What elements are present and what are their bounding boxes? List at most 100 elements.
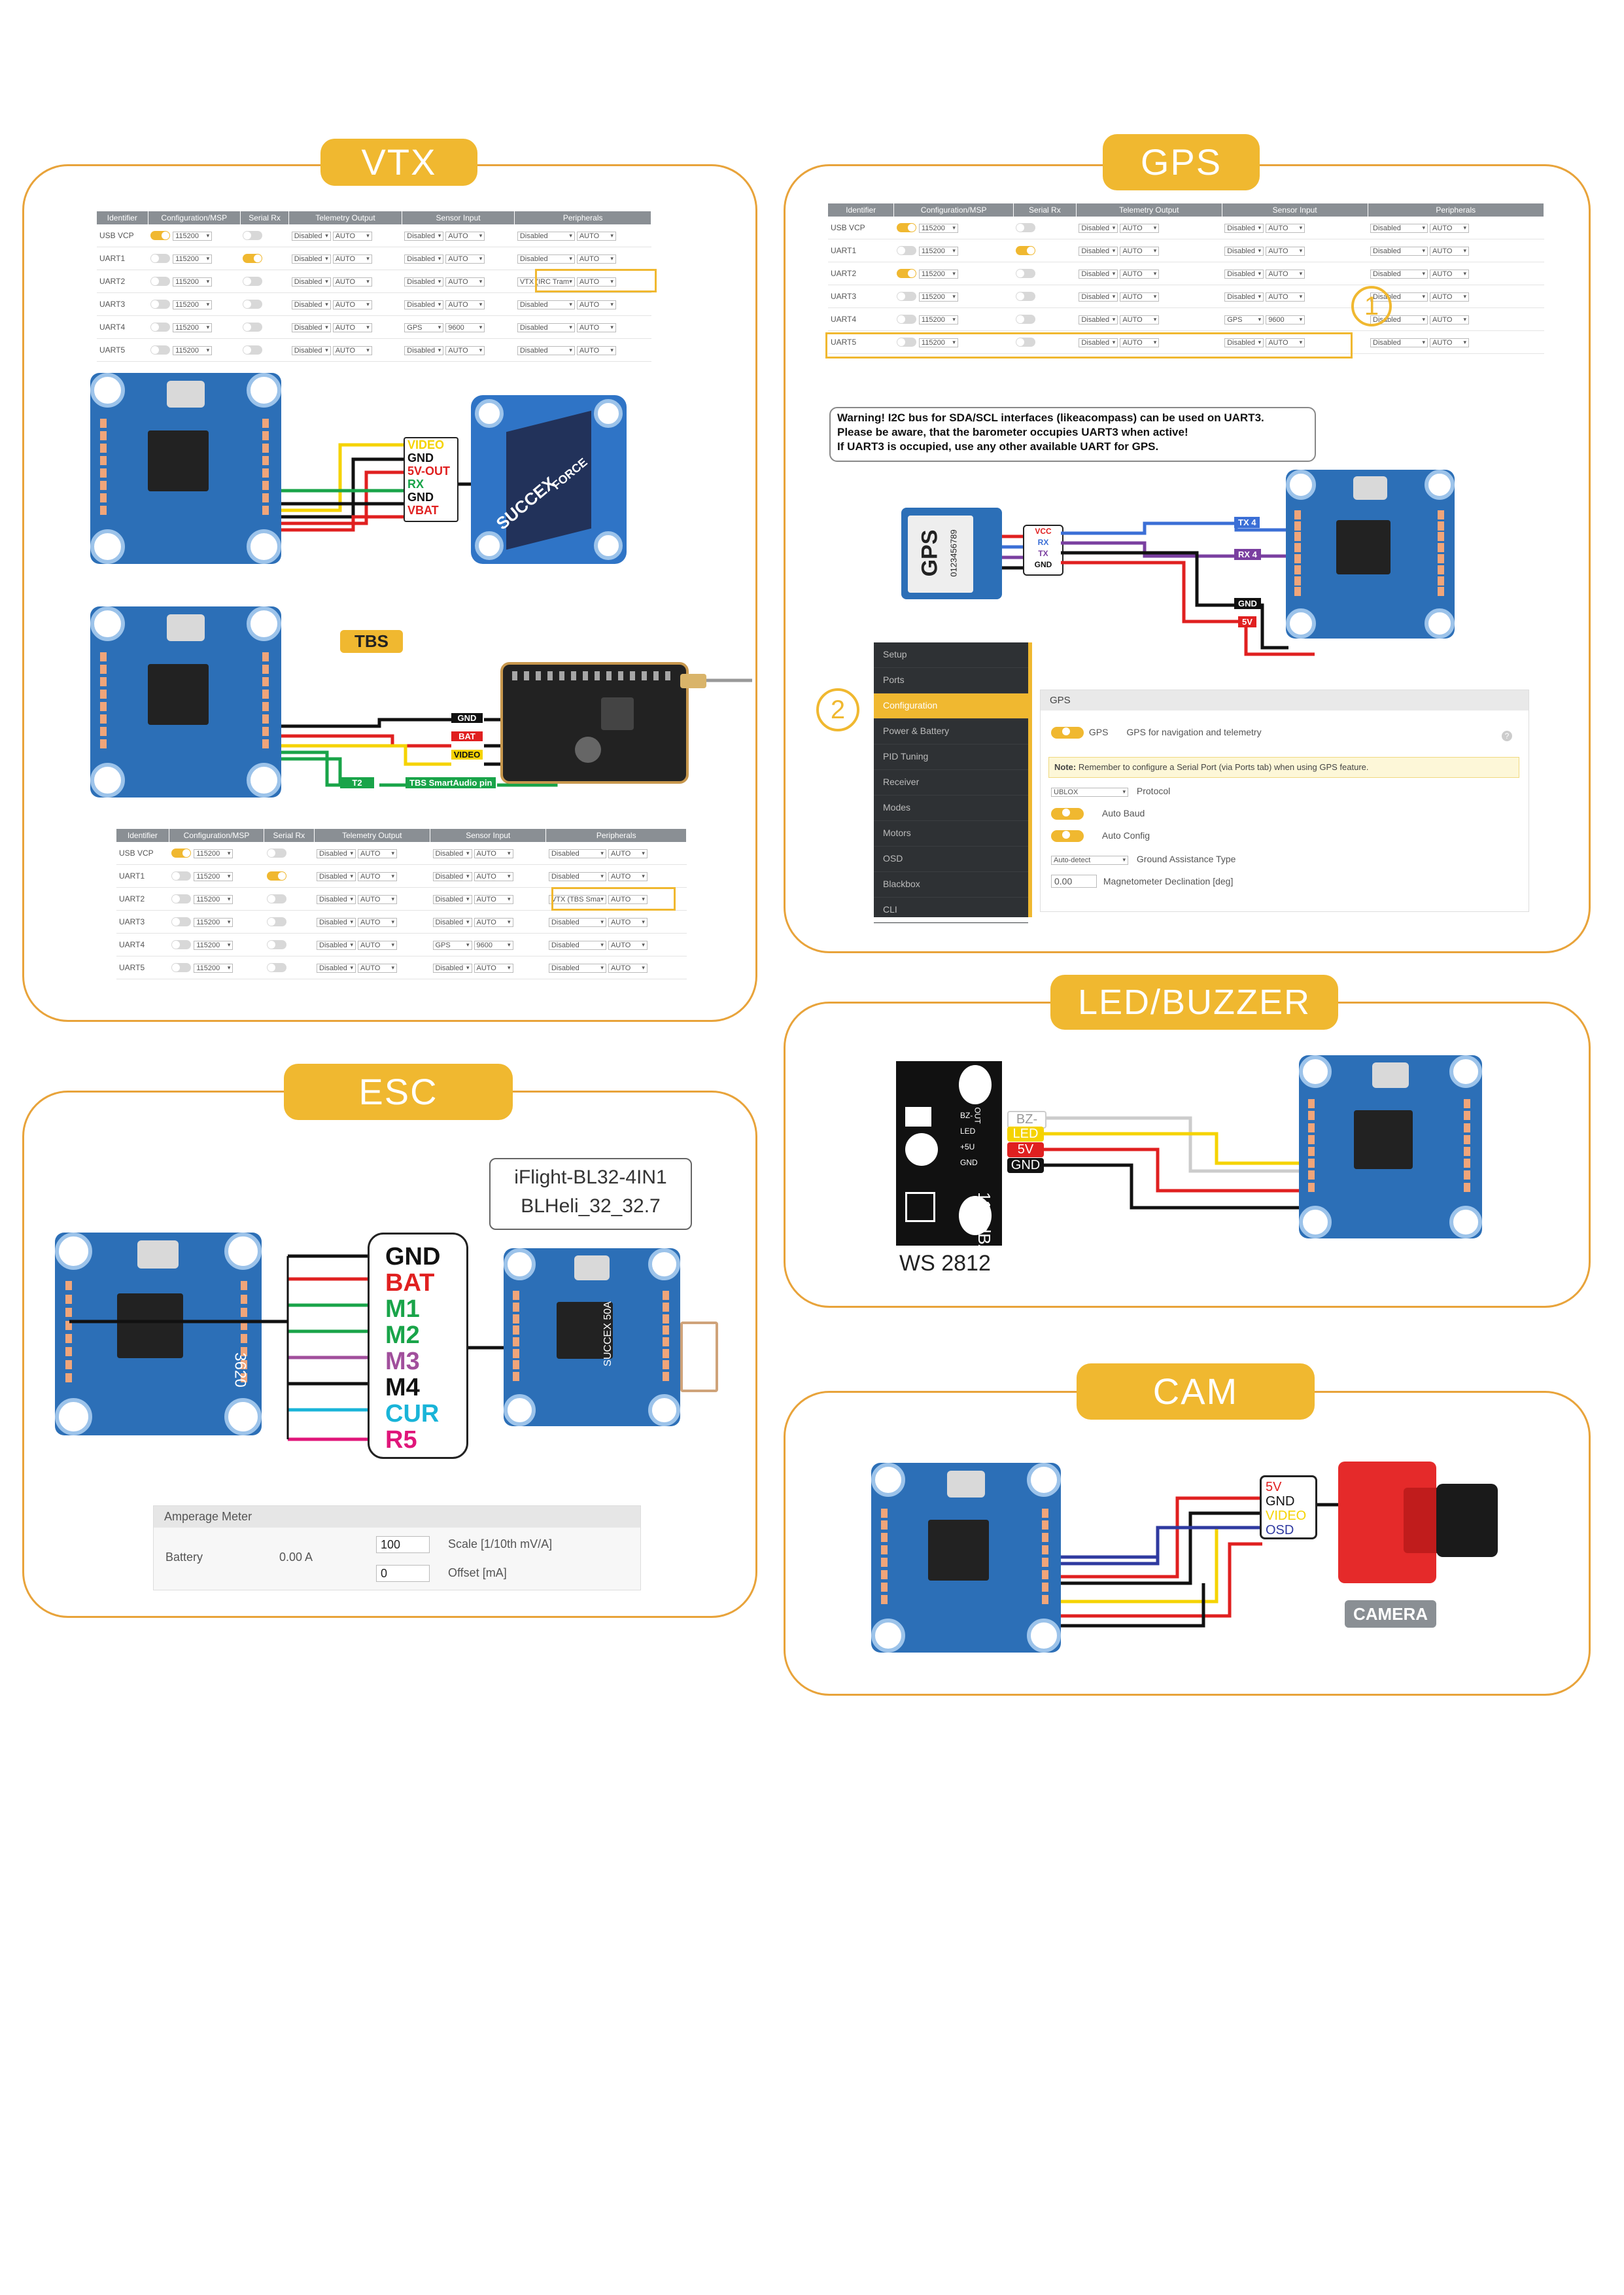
telemetry-select[interactable]: Disabled — [317, 917, 356, 927]
baud-select[interactable]: 115200 — [173, 231, 213, 241]
telemetry-baud-select[interactable]: AUTO — [332, 345, 372, 355]
baud-select[interactable]: 115200 — [918, 269, 958, 279]
sensor-baud-select[interactable]: AUTO — [445, 300, 485, 309]
sensor-baud-select[interactable]: AUTO — [474, 917, 513, 927]
menu-item-setup[interactable]: Setup — [874, 642, 1028, 668]
menu-item-pid-tuning[interactable]: PID Tuning — [874, 745, 1028, 770]
ground-assist-select[interactable]: Auto-detect — [1051, 856, 1128, 865]
serial-rx-toggle[interactable] — [1016, 292, 1036, 302]
sensor-select[interactable]: Disabled — [1224, 338, 1264, 347]
msp-toggle[interactable] — [150, 231, 171, 241]
msp-toggle[interactable] — [896, 269, 916, 279]
peripheral-select[interactable]: Disabled — [517, 231, 575, 241]
serial-rx-toggle[interactable] — [243, 345, 263, 355]
baud-select[interactable]: 115200 — [918, 246, 958, 256]
msp-toggle[interactable] — [896, 292, 916, 302]
sensor-select[interactable]: Disabled — [1224, 246, 1264, 256]
sensor-baud-select[interactable]: AUTO — [474, 894, 513, 904]
sensor-select[interactable]: Disabled — [404, 300, 444, 309]
peripheral-select[interactable]: VTX (IRC Tram — [517, 277, 575, 287]
peripheral-select[interactable]: VTX (TBS Sma — [548, 894, 606, 904]
peripheral-baud-select[interactable]: AUTO — [576, 323, 616, 332]
baud-select[interactable]: 115200 — [194, 871, 233, 881]
menu-item-power-battery[interactable]: Power & Battery — [874, 719, 1028, 745]
sensor-select[interactable]: Disabled — [404, 345, 444, 355]
telemetry-baud-select[interactable]: AUTO — [358, 940, 398, 950]
serial-rx-toggle[interactable] — [266, 917, 286, 927]
telemetry-baud-select[interactable]: AUTO — [1120, 292, 1160, 302]
baud-select[interactable]: 115200 — [918, 292, 958, 302]
telemetry-select[interactable]: Disabled — [291, 254, 331, 264]
telemetry-baud-select[interactable]: AUTO — [1120, 269, 1160, 279]
baud-select[interactable]: 115200 — [194, 849, 233, 858]
msp-toggle[interactable] — [896, 223, 916, 233]
peripheral-baud-select[interactable]: AUTO — [1430, 315, 1470, 324]
serial-rx-toggle[interactable] — [243, 323, 263, 332]
peripheral-select[interactable]: Disabled — [1370, 223, 1428, 233]
sensor-baud-select[interactable]: AUTO — [445, 277, 485, 287]
peripheral-select[interactable]: Disabled — [1370, 269, 1428, 279]
peripheral-baud-select[interactable]: AUTO — [608, 849, 648, 858]
baud-select[interactable]: 115200 — [194, 894, 233, 904]
peripheral-select[interactable]: Disabled — [548, 963, 606, 973]
sensor-select[interactable]: Disabled — [404, 277, 444, 287]
serial-rx-toggle[interactable] — [243, 231, 263, 241]
menu-item-osd[interactable]: OSD — [874, 847, 1028, 872]
sensor-baud-select[interactable]: AUTO — [1266, 269, 1305, 279]
peripheral-select[interactable]: Disabled — [517, 300, 575, 309]
telemetry-baud-select[interactable]: AUTO — [1120, 223, 1160, 233]
menu-item-receiver[interactable]: Receiver — [874, 770, 1028, 796]
peripheral-select[interactable]: Disabled — [548, 849, 606, 858]
peripheral-baud-select[interactable]: AUTO — [608, 963, 648, 973]
menu-item-modes[interactable]: Modes — [874, 796, 1028, 821]
sensor-baud-select[interactable]: 9600 — [1266, 315, 1305, 324]
telemetry-select[interactable]: Disabled — [317, 849, 356, 858]
msp-toggle[interactable] — [150, 323, 171, 332]
baud-select[interactable]: 115200 — [173, 254, 213, 264]
msp-toggle[interactable] — [171, 894, 192, 904]
peripheral-baud-select[interactable]: AUTO — [576, 300, 616, 309]
msp-toggle[interactable] — [896, 315, 916, 324]
serial-rx-toggle[interactable] — [266, 940, 286, 950]
telemetry-select[interactable]: Disabled — [291, 345, 331, 355]
telemetry-baud-select[interactable]: AUTO — [332, 323, 372, 332]
sensor-baud-select[interactable]: AUTO — [445, 231, 485, 241]
telemetry-select[interactable]: Disabled — [1079, 223, 1118, 233]
msp-toggle[interactable] — [150, 300, 171, 309]
msp-toggle[interactable] — [150, 254, 171, 264]
telemetry-baud-select[interactable]: AUTO — [358, 849, 398, 858]
telemetry-select[interactable]: Disabled — [291, 277, 331, 287]
telemetry-select[interactable]: Disabled — [1079, 315, 1118, 324]
help-icon[interactable]: ? — [1502, 731, 1512, 741]
peripheral-select[interactable]: Disabled — [548, 917, 606, 927]
msp-toggle[interactable] — [896, 246, 916, 256]
peripheral-baud-select[interactable]: AUTO — [1430, 246, 1470, 256]
telemetry-baud-select[interactable]: AUTO — [358, 963, 398, 973]
msp-toggle[interactable] — [171, 940, 192, 950]
sensor-select[interactable]: Disabled — [1224, 223, 1264, 233]
serial-rx-toggle[interactable] — [266, 871, 286, 881]
menu-item-blackbox[interactable]: Blackbox — [874, 872, 1028, 898]
baud-select[interactable]: 115200 — [918, 223, 958, 233]
sensor-select[interactable]: GPS — [432, 940, 472, 950]
peripheral-select[interactable]: Disabled — [548, 871, 606, 881]
msp-toggle[interactable] — [150, 345, 171, 355]
msp-toggle[interactable] — [171, 963, 192, 973]
peripheral-baud-select[interactable]: AUTO — [576, 277, 616, 287]
sensor-baud-select[interactable]: AUTO — [445, 345, 485, 355]
menu-item-motors[interactable]: Motors — [874, 821, 1028, 847]
peripheral-baud-select[interactable]: AUTO — [576, 345, 616, 355]
peripheral-baud-select[interactable]: AUTO — [1430, 292, 1470, 302]
telemetry-select[interactable]: Disabled — [1079, 269, 1118, 279]
sensor-baud-select[interactable]: AUTO — [1266, 292, 1305, 302]
serial-rx-toggle[interactable] — [1016, 338, 1036, 347]
telemetry-select[interactable]: Disabled — [317, 894, 356, 904]
protocol-select[interactable]: UBLOX — [1051, 788, 1128, 797]
peripheral-select[interactable]: Disabled — [517, 254, 575, 264]
peripheral-select[interactable]: Disabled — [1370, 338, 1428, 347]
baud-select[interactable]: 115200 — [918, 315, 958, 324]
serial-rx-toggle[interactable] — [243, 277, 263, 287]
telemetry-baud-select[interactable]: AUTO — [1120, 338, 1160, 347]
serial-rx-toggle[interactable] — [266, 849, 286, 858]
gps-feature-toggle[interactable] — [1051, 727, 1084, 739]
